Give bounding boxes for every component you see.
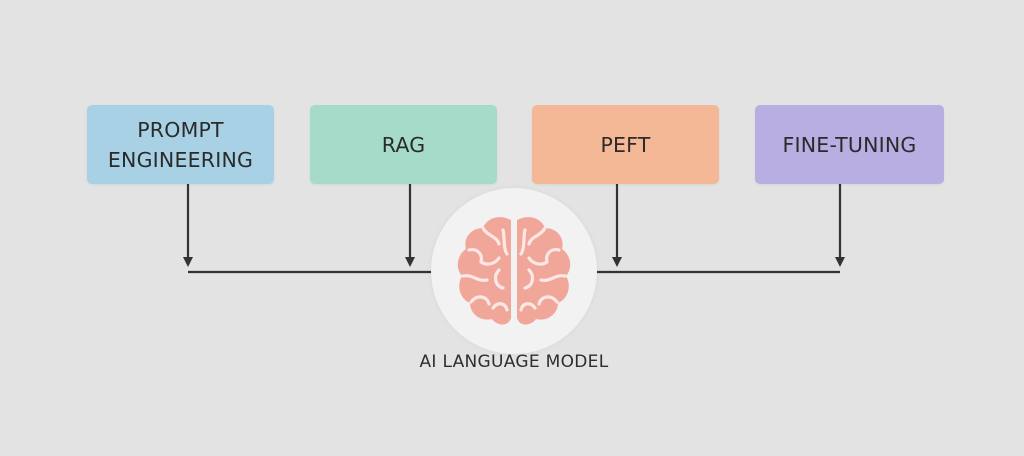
box-prompt-engineering: PROMPT ENGINEERING [87,105,274,184]
box-label: PROMPT ENGINEERING [107,117,254,172]
box-fine-tuning: FINE-TUNING [755,105,944,184]
model-hub [431,188,597,354]
hub-label: AI LANGUAGE MODEL [419,352,609,372]
box-label: RAG [381,132,426,157]
box-label: PEFT [600,132,651,157]
brain-icon [457,217,571,325]
box-peft: PEFT [532,105,719,184]
box-rag: RAG [310,105,497,184]
box-label: FINE-TUNING [782,132,917,157]
